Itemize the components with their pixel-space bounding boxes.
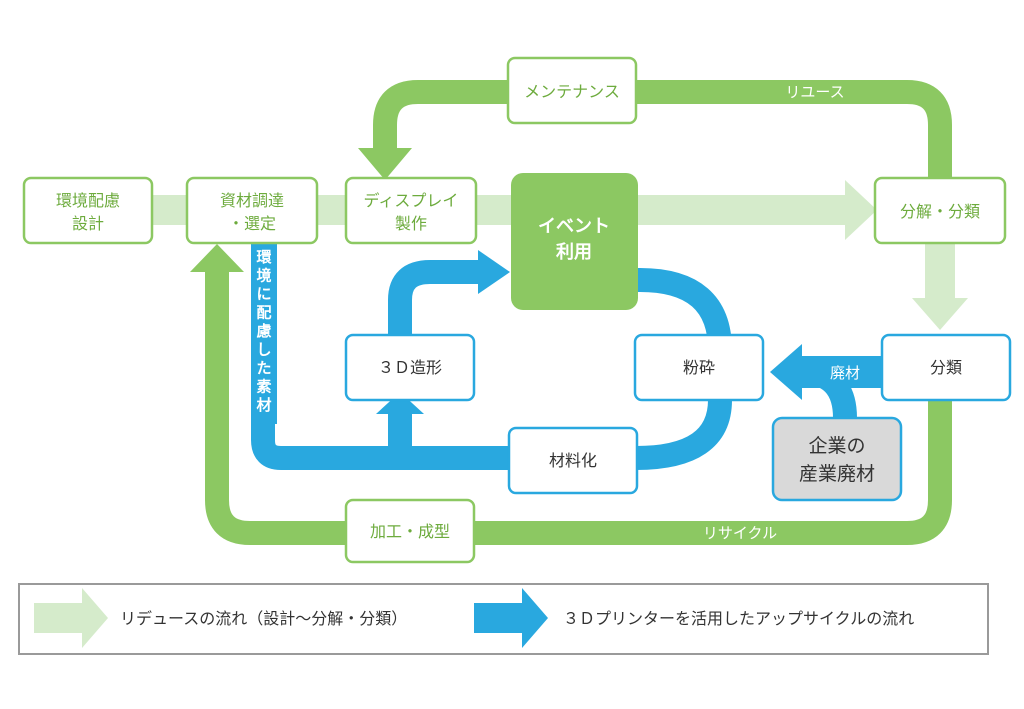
node-3d-print: ３Ｄ造形 — [344, 333, 476, 402]
reuse-loop — [373, 80, 952, 180]
recycle-loop — [205, 270, 952, 545]
node-processing: 加工・成型 — [344, 498, 476, 564]
node-industrial-waste: 企業の 産業廃材 — [771, 416, 903, 502]
svg-text:分類: 分類 — [930, 358, 962, 377]
waste-arrowhead — [770, 344, 802, 400]
node-display: ディスプレイ 製作 — [344, 176, 478, 245]
eco-material-char: 材 — [256, 396, 271, 414]
node-disassemble: 分解・分類 — [873, 176, 1007, 245]
node-crush: 粉砕 — [633, 333, 765, 402]
reuse-arrowhead — [358, 148, 412, 180]
eco-material-char: 慮 — [256, 322, 271, 340]
svg-text:産業廃材: 産業廃材 — [799, 463, 875, 485]
legend-upcycle-label: ３Ｄプリンターを活用したアップサイクルの流れ — [563, 609, 914, 628]
svg-text:・選定: ・選定 — [228, 214, 276, 233]
eco-material-char: 環 — [256, 248, 272, 266]
eco-material-char: 境 — [256, 267, 271, 285]
svg-text:イベント: イベント — [538, 216, 610, 237]
node-maintenance: メンテナンス — [506, 56, 638, 125]
waste-label: 廃材 — [830, 364, 860, 382]
reuse-label: リユース — [785, 83, 844, 101]
recycle-arrowhead — [190, 244, 244, 272]
eco-material-char: 配 — [256, 304, 271, 322]
eco-material-char: 素 — [256, 378, 271, 396]
legend-reduce-arrow — [34, 588, 108, 648]
svg-text:メンテナンス: メンテナンス — [524, 82, 620, 101]
legend-reduce-label: リデュースの流れ（設計～分解・分類） — [120, 609, 407, 628]
node-design: 環境配慮 設計 — [22, 176, 154, 245]
svg-text:設計: 設計 — [72, 214, 104, 233]
eco-material-char: た — [256, 359, 271, 377]
recycle-label: リサイクル — [703, 524, 777, 542]
node-sort: 分類 — [880, 333, 1012, 402]
svg-text:材料化: 材料化 — [549, 451, 597, 470]
svg-text:３Ｄ造形: ３Ｄ造形 — [378, 358, 442, 377]
svg-text:利用: 利用 — [556, 241, 592, 263]
svg-text:粉砕: 粉砕 — [683, 358, 715, 377]
upcycle-arrowhead-3d — [376, 392, 424, 414]
upcycle-arrowhead-event — [478, 250, 510, 294]
node-material: 材料化 — [507, 426, 639, 495]
legend-upcycle-arrow — [474, 588, 548, 648]
svg-text:資材調達: 資材調達 — [220, 191, 284, 210]
legend: リデュースの流れ（設計～分解・分類） ３Ｄプリンターを活用したアップサイクルの流… — [18, 583, 989, 655]
svg-text:製作: 製作 — [395, 214, 427, 233]
svg-text:加工・成型: 加工・成型 — [370, 522, 450, 541]
svg-text:ディスプレイ: ディスプレイ — [364, 191, 459, 210]
eco-material-char: に — [256, 285, 271, 303]
eco-material-bar — [251, 244, 277, 424]
node-procure: 資材調達 ・選定 — [185, 176, 319, 245]
node-event: イベント 利用 — [511, 173, 638, 310]
eco-material-char: し — [256, 341, 271, 359]
svg-text:企業の: 企業の — [808, 435, 865, 457]
svg-text:分解・分類: 分解・分類 — [900, 202, 980, 221]
svg-text:環境配慮: 環境配慮 — [56, 191, 120, 210]
waste-arrow-body — [800, 356, 885, 388]
